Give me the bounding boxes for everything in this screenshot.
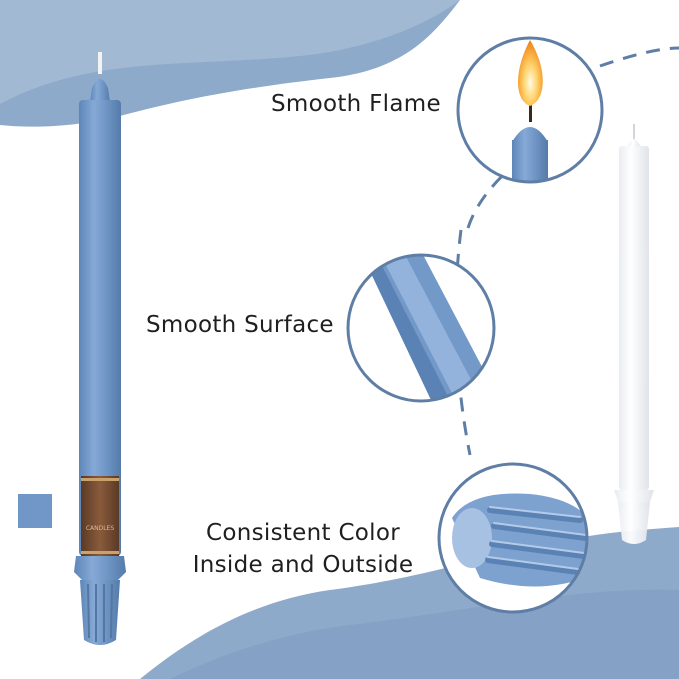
top-wave-lower: [0, 0, 460, 104]
feature-label-line-1: Consistent Color: [206, 520, 400, 546]
dashed-arc-upper: [466, 133, 561, 229]
feature-label-smooth-surface: Smooth Surface: [146, 312, 334, 338]
brand-label: CANDLES: [86, 525, 115, 532]
white-candle: [614, 124, 654, 544]
base-zoom-circle: [437, 462, 589, 614]
flame-zoom-circle: [456, 36, 604, 184]
feature-label-smooth-flame: Smooth Flame: [271, 91, 441, 117]
bottom-wave-back: [170, 589, 679, 679]
color-swatch: [18, 494, 52, 528]
dashed-arc: [454, 46, 679, 456]
feature-label-consistent-color: Consistent Color Inside and Outside: [186, 517, 420, 581]
blue-candle: CANDLES: [74, 52, 126, 645]
surface-zoom-circle: [346, 253, 496, 403]
feature-label-line-2: Inside and Outside: [192, 552, 414, 578]
